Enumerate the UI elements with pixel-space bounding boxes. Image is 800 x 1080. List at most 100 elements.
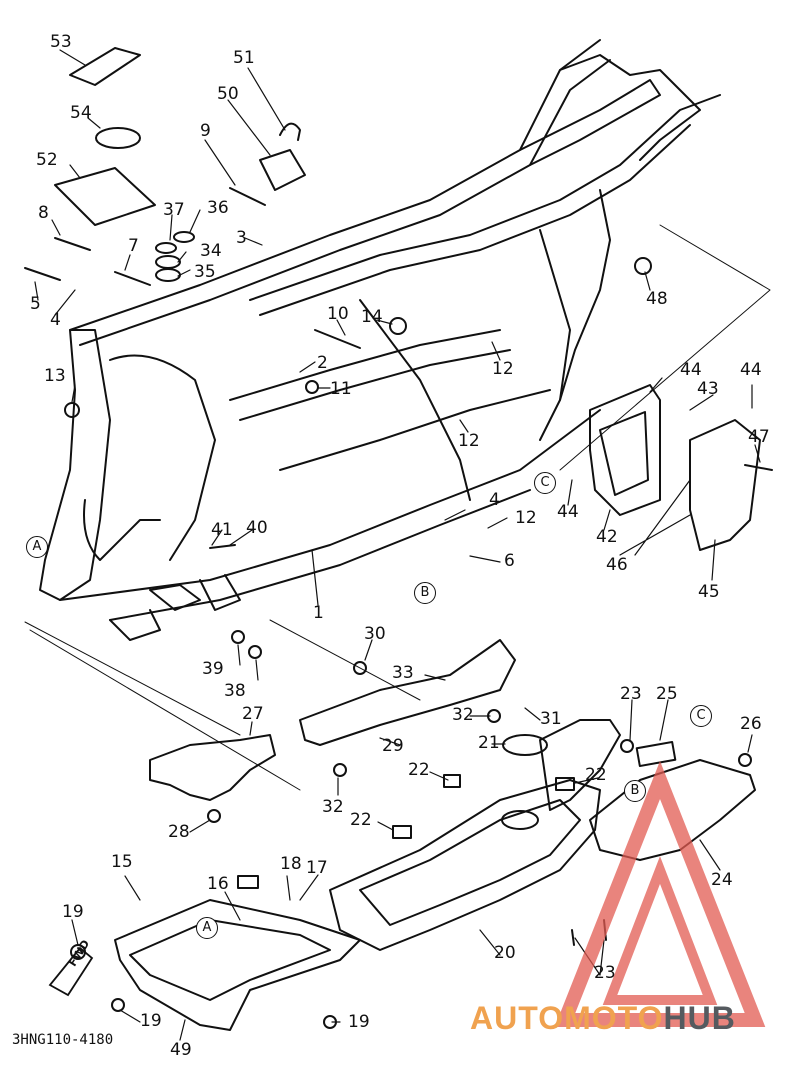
callout-30: 30 — [364, 624, 386, 644]
callout-35: 35 — [194, 262, 216, 282]
frame-mount-left — [199, 574, 241, 611]
frame-rear-cross — [519, 79, 661, 166]
callout-31: 31 — [540, 709, 562, 729]
callout-7: 7 — [128, 236, 139, 256]
watermark-text-part1: AUTOMOTO — [470, 1000, 664, 1036]
cover-24 — [589, 759, 756, 861]
clip-51 — [279, 122, 301, 141]
nut-11 — [305, 380, 319, 394]
callout-8: 8 — [38, 203, 49, 223]
callout-43: 43 — [697, 379, 719, 399]
frame-front-upright — [109, 354, 216, 561]
callout-41: 41 — [211, 520, 233, 540]
frame-cross-middle2 — [239, 349, 511, 421]
callout-19-a: 19 — [62, 902, 84, 922]
guard-49-inner — [129, 919, 331, 1001]
pad-25 — [635, 741, 677, 767]
callout-40: 40 — [246, 518, 268, 538]
frame-upper-rail-left — [69, 39, 601, 331]
callout-28: 28 — [168, 822, 190, 842]
callout-36: 36 — [207, 198, 229, 218]
callout-46: 46 — [606, 555, 628, 575]
callout-21: 21 — [478, 733, 500, 753]
callout-37: 37 — [163, 200, 185, 220]
callout-32-a: 32 — [452, 705, 474, 725]
frame-front-bar — [83, 499, 161, 561]
ref-circle-C: C — [534, 472, 556, 494]
callout-17: 17 — [306, 858, 328, 878]
callout-44-c: 44 — [557, 502, 579, 522]
cover-27 — [149, 734, 276, 801]
watermark-logo-mark — [554, 760, 766, 1027]
callout-26: 26 — [740, 714, 762, 734]
frame-down-tube — [359, 299, 471, 501]
watermark-text: AUTOMOTOHUB — [470, 1000, 736, 1037]
grommet-35 — [155, 268, 181, 282]
frame-upper-rail-left-inner — [79, 59, 611, 346]
bolt-10 — [314, 329, 361, 349]
ref-circle-C-lower: C — [690, 705, 712, 727]
guard-29 — [299, 639, 516, 746]
callout-13: 13 — [44, 366, 66, 386]
callout-19-b: 19 — [140, 1011, 162, 1031]
callout-9: 9 — [200, 121, 211, 141]
callout-52: 52 — [36, 150, 58, 170]
cover-24-front — [539, 719, 621, 811]
bracket-50 — [259, 149, 306, 191]
callout-3: 3 — [236, 228, 247, 248]
pad-22a — [443, 774, 461, 788]
ref-circle-B-lower: B — [624, 780, 646, 802]
bolt-23a — [620, 739, 634, 753]
callout-50: 50 — [217, 84, 239, 104]
bolt-9 — [229, 187, 266, 206]
ref-circle-A: A — [26, 536, 48, 558]
callout-51: 51 — [233, 48, 255, 68]
callout-54: 54 — [70, 103, 92, 123]
pad-22c — [555, 777, 575, 791]
bracket-42 — [589, 384, 661, 516]
frame-upper-rail-right — [249, 94, 721, 301]
frame-rear-tail — [559, 54, 701, 161]
bolt-5 — [24, 267, 61, 281]
callout-44-b: 44 — [740, 360, 762, 380]
frame-cross-middle — [229, 329, 501, 401]
pad-22b — [392, 825, 412, 839]
pad-18 — [237, 875, 259, 889]
guard-15 — [114, 899, 361, 1031]
bolt-40 — [209, 544, 236, 549]
callout-2: 2 — [317, 353, 328, 373]
ring-54 — [95, 127, 141, 149]
callout-47: 47 — [748, 427, 770, 447]
skid-hole — [501, 810, 539, 830]
callout-23-b: 23 — [594, 963, 616, 983]
callout-44-a: 44 — [680, 360, 702, 380]
callout-25: 25 — [656, 684, 678, 704]
cap-14 — [389, 317, 407, 335]
leader-lines — [34, 49, 761, 1041]
ref-circle-A-lower: A — [196, 917, 218, 939]
ref-circle-B: B — [414, 582, 436, 604]
bolt-8 — [54, 237, 91, 251]
callout-29: 29 — [382, 736, 404, 756]
callout-45: 45 — [698, 582, 720, 602]
nut-39 — [231, 630, 245, 644]
bolt-32b — [333, 763, 347, 777]
callout-10: 10 — [327, 304, 349, 324]
frame-cross-lower — [279, 389, 551, 471]
callout-53: 53 — [50, 32, 72, 52]
callout-22-a: 22 — [408, 760, 430, 780]
callout-22-c: 22 — [350, 810, 372, 830]
callout-27: 27 — [242, 704, 264, 724]
callout-11: 11 — [330, 379, 352, 399]
callout-48: 48 — [646, 289, 668, 309]
bolt-7 — [114, 271, 151, 286]
bolt-26 — [738, 753, 752, 767]
callout-20: 20 — [494, 943, 516, 963]
callout-4-upper: 4 — [50, 310, 61, 330]
frame-upper-rail-right-inner — [259, 124, 691, 316]
plate-45 — [689, 419, 761, 551]
frame-seat-post — [559, 189, 611, 401]
grommet-36 — [173, 231, 195, 243]
